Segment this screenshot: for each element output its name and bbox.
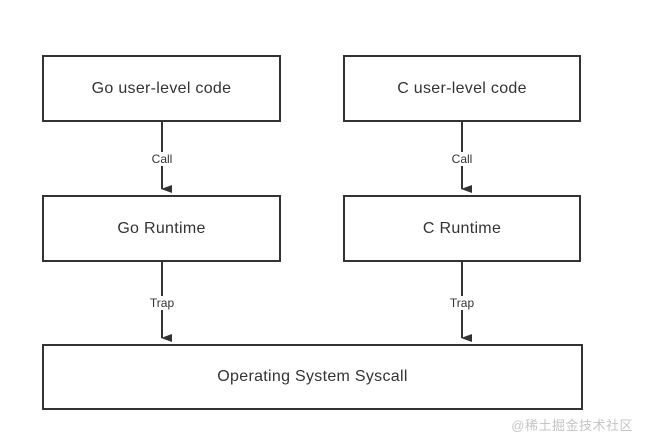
node-os-syscall: Operating System Syscall — [42, 344, 583, 410]
edge-label-trap-right: Trap — [447, 296, 477, 310]
node-c-runtime: C Runtime — [343, 195, 581, 262]
node-label: Operating System Syscall — [217, 368, 408, 385]
node-label: C Runtime — [422, 219, 502, 237]
edge-label-trap-left: Trap — [147, 296, 177, 310]
node-go-runtime: Go Runtime — [42, 195, 281, 262]
node-go-user-level-code: Go user-level code — [42, 55, 281, 122]
watermark-text: @稀土掘金技术社区 — [511, 418, 633, 433]
edge-label-call-left: Call — [149, 152, 175, 166]
node-c-user-level-code: C user-level code — [343, 55, 581, 122]
edge-label-call-right: Call — [449, 152, 475, 166]
node-label: C user-level code — [397, 79, 527, 97]
node-label: Go user-level code — [91, 79, 232, 97]
node-label: Go Runtime — [117, 219, 206, 237]
